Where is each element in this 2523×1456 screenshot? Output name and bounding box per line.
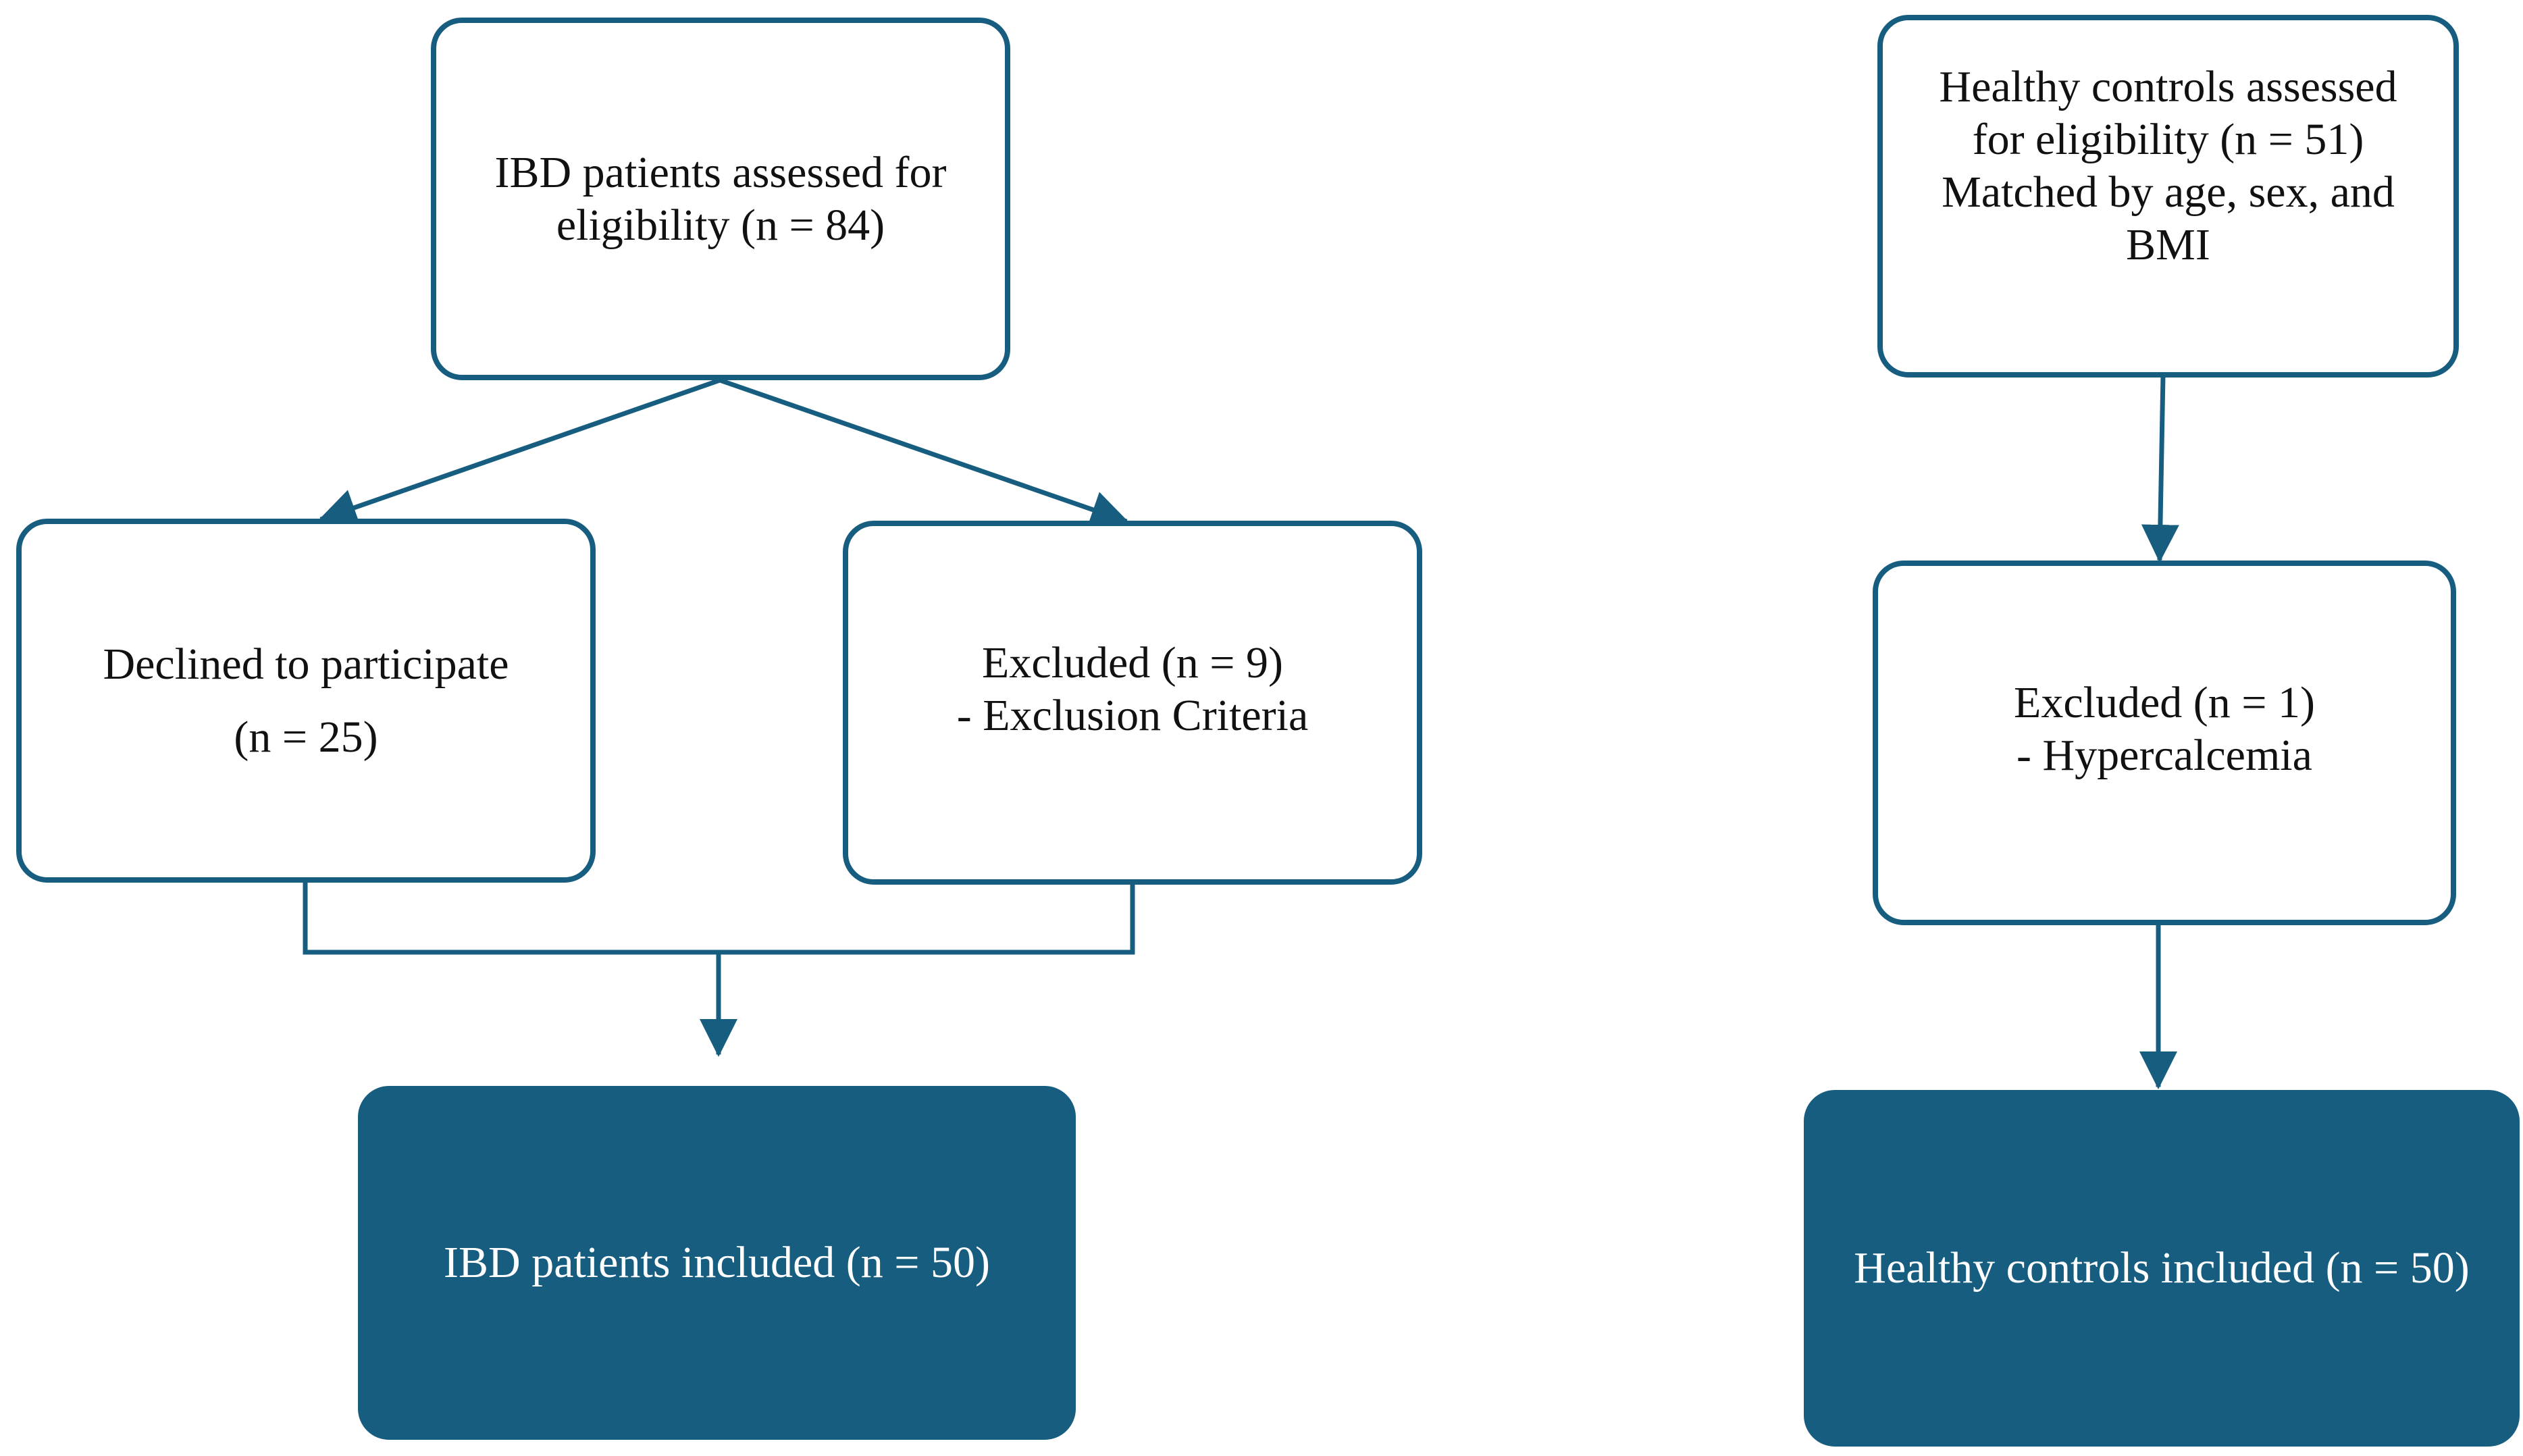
controls-excluded-line1: Excluded (n = 1) [2014,678,2315,727]
controls-assessed-line3: Matched by age, sex, and [1942,167,2395,217]
controls-assessed-line4: BMI [2126,219,2210,269]
ibd-assessed-line1: IBD patients assessed for [494,147,947,197]
controls-assessed-box: Healthy controls assessed for eligibilit… [1877,15,2459,378]
declined-line1: Declined to participate [103,639,509,689]
ibd-assessed-box: IBD patients assessed for eligibility (n… [431,18,1010,380]
ibd-included-box: IBD patients included (n = 50) [358,1086,1076,1440]
declined-line2: (n = 25) [234,712,378,762]
controls-assessed-line1: Healthy controls assessed [1939,61,2397,111]
controls-included-box: Healthy controls included (n = 50) [1804,1090,2520,1447]
arrow-assessed-to-declined [318,377,723,526]
ibd-excluded-box: Excluded (n = 9) - Exclusion Criteria [843,521,1422,885]
ibd-excluded-line1: Excluded (n = 9) [982,638,1283,687]
arrow-assessed-to-excluded [717,377,1129,528]
ibd-included-label: IBD patients included (n = 50) [444,1238,990,1287]
ibd-excluded-line2: - Exclusion Criteria [956,690,1309,740]
controls-assessed-line2: for eligibility (n = 51) [1972,114,2364,164]
controls-included-label: Healthy controls included (n = 50) [1854,1243,2470,1293]
controls-excluded-box: Excluded (n = 1) - Hypercalcemia [1873,561,2456,925]
controls-excluded-line2: - Hypercalcemia [2017,731,2312,780]
ibd-assessed-line2: eligibility (n = 84) [556,200,885,250]
arrow-controls-to-excluded [2141,373,2179,563]
declined-box: Declined to participate (n = 25) [16,519,596,883]
